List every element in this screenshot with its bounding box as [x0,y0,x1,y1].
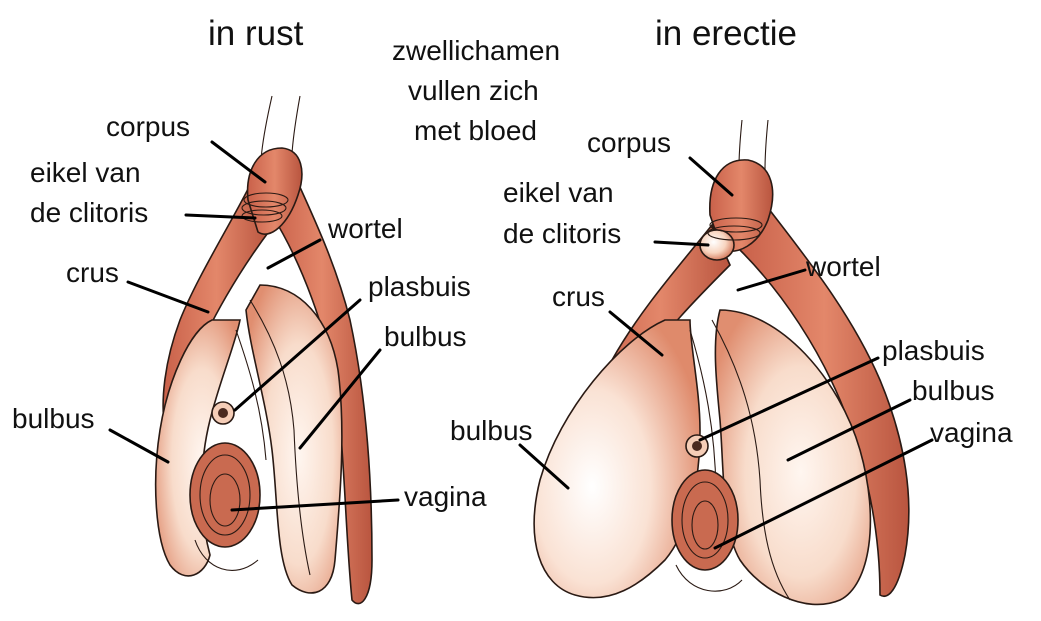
title-rest: in rust [208,14,304,53]
rest-label-bulbus-right: bulbus [384,321,467,352]
erection-label-bulbus-left: bulbus [450,415,533,446]
erection-label-plasbuis: plasbuis [882,335,985,366]
erection-label-glans-2: de clitoris [503,218,621,249]
erection-label-crus: crus [552,281,605,312]
rest-label-corpus: corpus [106,111,190,142]
rest-label-glans-1: eikel van [30,157,141,188]
note-line-2: vullen zich [408,75,539,106]
erection-label-glans-1: eikel van [503,177,614,208]
erection-label-wortel: wortel [805,251,881,282]
erection-label-corpus: corpus [587,127,671,158]
rest-label-wortel: wortel [327,213,403,244]
erection-label-vagina: vagina [930,417,1013,448]
erection-label-bulbus-right: bulbus [912,375,995,406]
rest-label-vagina: vagina [404,481,487,512]
title-erection: in erectie [655,14,797,53]
rest-label-bulbus-left: bulbus [12,403,95,434]
rest-label-plasbuis: plasbuis [368,271,471,302]
note-line-1: zwellichamen [392,35,560,66]
rest-label-crus: crus [66,257,119,288]
note-line-3: met bloed [414,115,537,146]
erection-bulbus-left [534,320,700,598]
rest-label-glans-2: de clitoris [30,197,148,228]
rest-illustration [156,96,372,604]
